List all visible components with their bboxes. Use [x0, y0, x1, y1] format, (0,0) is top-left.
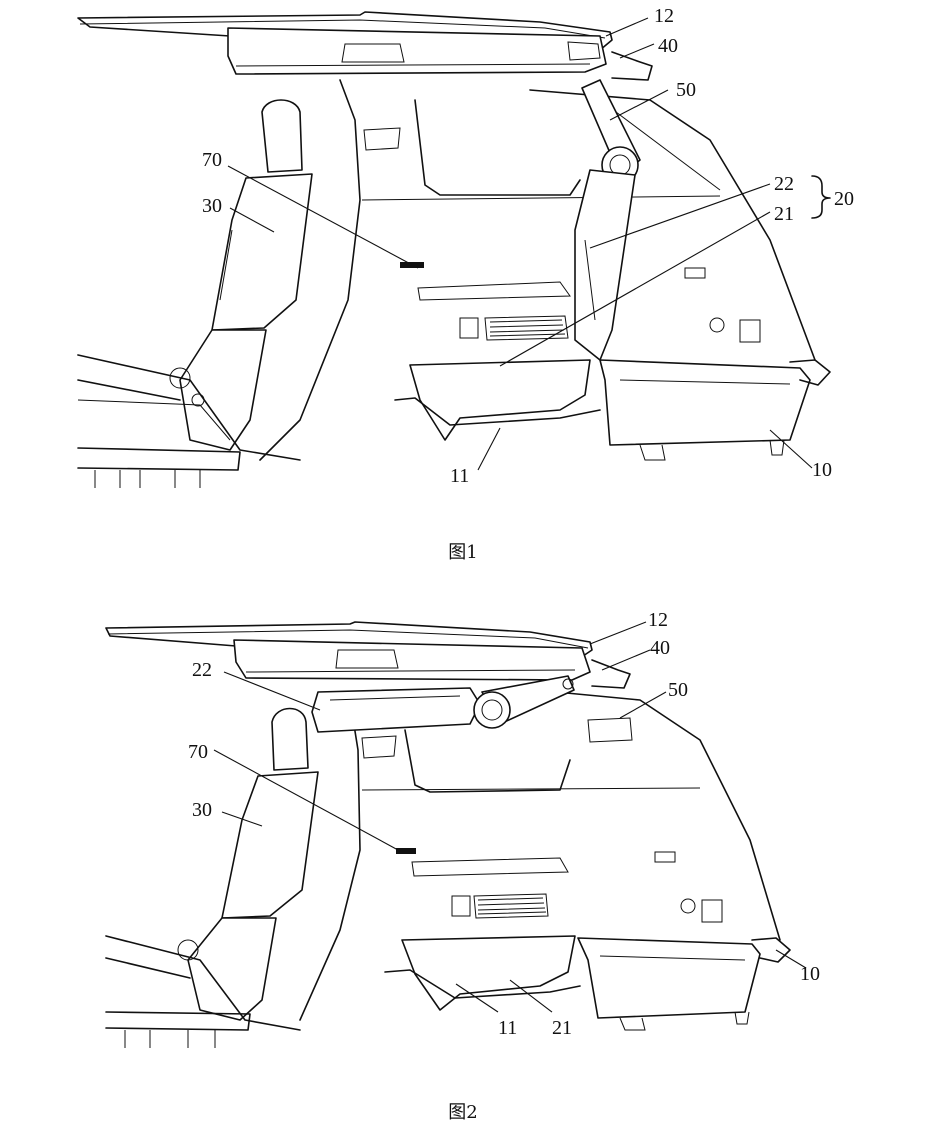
cover-plate-21	[409, 359, 591, 441]
label-10: 10	[812, 459, 832, 481]
figure-1-drawing: 12 40 50 70 30 22 21 20 11 10	[77, 5, 854, 488]
label-50: 50	[676, 79, 696, 101]
strut-arm-50	[581, 79, 641, 184]
storage-box-10	[577, 937, 791, 1031]
label-40: 40	[658, 35, 678, 57]
upper-trim-beam	[227, 27, 607, 75]
label-21: 21	[774, 203, 794, 225]
strut-arm-50	[473, 675, 575, 729]
label-50: 50	[668, 679, 688, 701]
label-11: 11	[450, 465, 469, 487]
speaker-grille	[473, 893, 549, 919]
label-22: 22	[774, 173, 794, 195]
label-10: 10	[800, 963, 820, 985]
label-11: 11	[498, 1017, 517, 1039]
storage-box-10	[599, 359, 831, 461]
label-70: 70	[202, 149, 222, 171]
bracket-40	[591, 659, 631, 689]
label-30: 30	[202, 195, 222, 217]
label-30: 30	[192, 799, 212, 821]
luggage-board-11	[384, 969, 581, 999]
rear-seat-30	[187, 707, 319, 1021]
figure-2-caption: 图2	[448, 1102, 478, 1123]
side-wall-trim	[259, 79, 816, 461]
label-12: 12	[648, 609, 668, 631]
bracket-40	[611, 51, 653, 81]
roof-panel-12	[77, 11, 613, 51]
figure-1-caption: 图1	[448, 542, 478, 563]
brace-20	[811, 175, 831, 219]
label-20: 20	[834, 188, 854, 210]
floor-structure	[105, 935, 301, 1048]
roof-panel-12	[105, 621, 593, 659]
upper-trim-beam	[233, 639, 591, 681]
figure-2-drawing: 12 40 22 50 70 30 11 21 10	[105, 609, 820, 1048]
speaker-grille	[484, 315, 569, 341]
label-22: 22	[192, 659, 212, 681]
label-21: 21	[552, 1017, 572, 1039]
label-70: 70	[188, 741, 208, 763]
leader-lines	[227, 17, 813, 471]
telescopic-rod-22	[574, 169, 636, 361]
label-12: 12	[654, 5, 674, 27]
floor-structure	[77, 354, 301, 488]
telescopic-rod-22	[311, 687, 481, 733]
label-40: 40	[650, 637, 670, 659]
side-wall-trim	[299, 689, 781, 1021]
luggage-board-11	[394, 397, 601, 426]
rear-seat-30	[179, 99, 313, 451]
leader-lines	[213, 621, 807, 1013]
cover-plate-21	[401, 935, 576, 1011]
